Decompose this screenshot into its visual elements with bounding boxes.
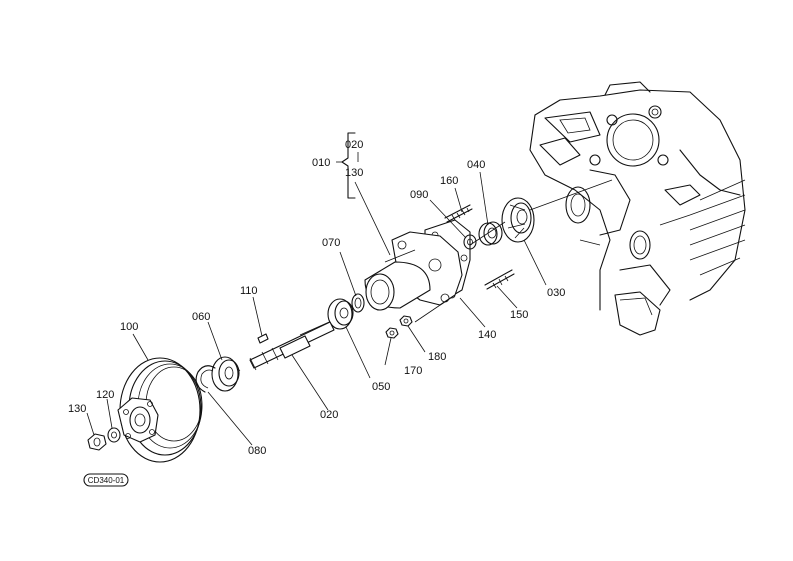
nut-180: [399, 315, 413, 327]
label-090: 090: [410, 189, 428, 201]
label-170: 170: [404, 365, 422, 377]
label-040: 040: [467, 159, 485, 171]
assembly-brace: [336, 132, 359, 199]
label-020-upper: 020: [345, 139, 363, 151]
figure-code-badge: CD340-01: [83, 473, 129, 487]
nut-130: [87, 433, 107, 451]
bearing-060: [211, 356, 240, 392]
label-050: 050: [372, 381, 390, 393]
label-130-upper: 130: [345, 167, 363, 179]
washer-120: [107, 427, 121, 443]
label-150: 150: [510, 309, 528, 321]
label-180: 180: [428, 351, 446, 363]
label-080: 080: [248, 445, 266, 457]
snap-ring-070: [351, 293, 365, 313]
label-070: 070: [322, 237, 340, 249]
leader-lines: [86, 171, 547, 446]
shaft-020: [249, 321, 335, 371]
stud-160: [444, 204, 473, 223]
water-pump-body-010: [364, 231, 463, 311]
fan-pulley-100: [117, 357, 203, 463]
label-140: 140: [478, 329, 496, 341]
engine-block: [529, 81, 746, 336]
label-010: 010: [312, 157, 330, 169]
label-100: 100: [120, 321, 138, 333]
nut-170: [385, 327, 399, 339]
label-160: 160: [440, 175, 458, 187]
impeller-030: [501, 197, 535, 243]
label-130-lower: 130: [68, 403, 86, 415]
label-120: 120: [96, 389, 114, 401]
stud-150: [484, 269, 515, 290]
mechanical-seal-040: [478, 221, 503, 246]
label-020-lower: 020: [320, 409, 338, 421]
label-060: 060: [192, 311, 210, 323]
bearing-050: [327, 298, 354, 330]
key-110: [257, 333, 269, 344]
label-030: 030: [547, 287, 565, 299]
figure-code: CD340-01: [88, 476, 125, 485]
label-110: 110: [240, 285, 258, 297]
